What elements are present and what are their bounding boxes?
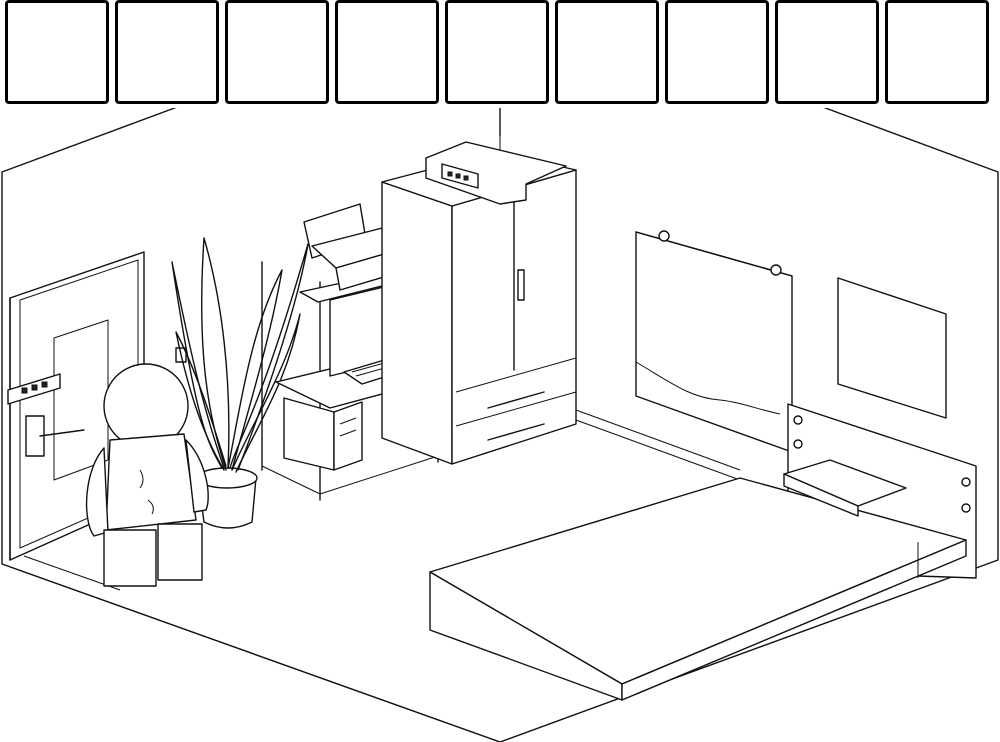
inventory-slot-1[interactable] — [5, 0, 109, 104]
window-curtain[interactable] — [635, 230, 793, 453]
pc-tower[interactable] — [283, 397, 363, 471]
inventory-slot-4[interactable] — [335, 0, 439, 104]
character[interactable] — [85, 363, 209, 587]
inventory-slot-5[interactable] — [445, 0, 549, 104]
inventory-slot-9[interactable] — [885, 0, 989, 104]
wardrobe[interactable] — [381, 151, 577, 465]
inventory-slot-6[interactable] — [555, 0, 659, 104]
inventory-slot-8[interactable] — [775, 0, 879, 104]
bed[interactable] — [429, 403, 977, 701]
inventory-slot-7[interactable] — [665, 0, 769, 104]
wall-picture-frame[interactable] — [837, 277, 947, 419]
inventory-bar — [0, 0, 1000, 108]
plant[interactable] — [171, 237, 309, 529]
inventory-slot-3[interactable] — [225, 0, 329, 104]
pillow[interactable] — [783, 459, 907, 517]
inventory-slot-2[interactable] — [115, 0, 219, 104]
wardrobe-top-box[interactable] — [425, 141, 567, 205]
room-walls — [1, 105, 999, 742]
door-lock-keypad[interactable] — [7, 373, 61, 405]
